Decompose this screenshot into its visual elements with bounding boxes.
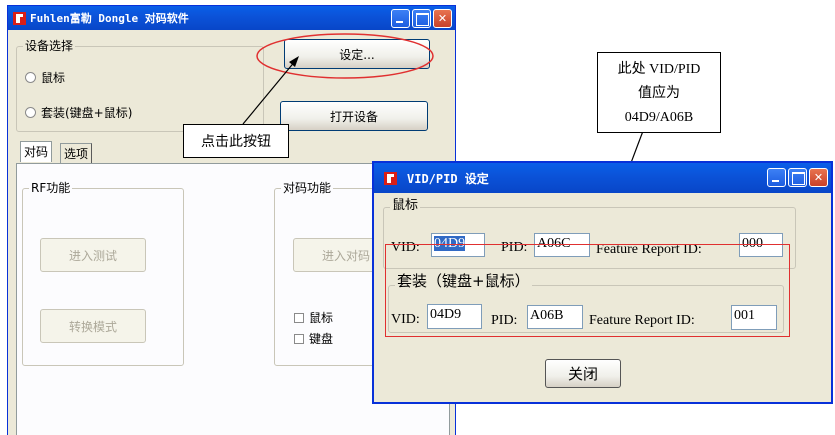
callout-vid-line-2: 值应为 xyxy=(638,86,680,101)
device-select-title: 设备选择 xyxy=(23,39,76,53)
highlight-ellipse xyxy=(256,33,434,79)
callout-vid-note: 此处 VID/PID 值应为 04D9/A06B xyxy=(597,52,721,133)
mouse-report-input[interactable]: 000 xyxy=(739,233,783,257)
combo-vid-input[interactable]: 04D9 xyxy=(427,304,482,329)
mouse-vid-value: 04D9 xyxy=(434,236,466,251)
rf-function-group: RF功能 xyxy=(22,181,184,366)
radio-mouse[interactable]: 鼠标 xyxy=(25,69,65,86)
callout-click-button: 点击此按钮 xyxy=(183,124,289,158)
maximize-icon[interactable] xyxy=(412,9,431,28)
dialog-title: VID/PID 设定 xyxy=(407,171,489,186)
device-select-group: 设备选择 鼠标 套装(键盘+鼠标) xyxy=(16,39,264,132)
check-mouse[interactable]: 鼠标 xyxy=(294,309,333,326)
mouse-pid-value: A06C xyxy=(537,236,571,251)
combo-vid-value: 04D9 xyxy=(430,307,462,322)
checkbox-icon[interactable] xyxy=(294,333,304,344)
radio-combo-label: 套装(键盘+鼠标) xyxy=(41,106,133,120)
tab-options[interactable]: 选项 xyxy=(60,143,93,164)
close-icon[interactable]: ✕ xyxy=(433,9,452,28)
minimize-icon[interactable] xyxy=(391,9,410,28)
combo-report-value: 001 xyxy=(734,308,755,323)
combo-pid-value: A06B xyxy=(530,308,564,323)
mouse-report-label: Feature Report ID: xyxy=(596,242,702,257)
rf-function-title: RF功能 xyxy=(29,181,73,195)
tab-pair[interactable]: 对码 xyxy=(20,141,53,162)
dialog-close-button[interactable]: 关闭 xyxy=(545,359,621,388)
app-logo-icon xyxy=(13,11,26,25)
callout-vid-line-1: 此处 VID/PID xyxy=(617,62,701,77)
callout-click-text: 点击此按钮 xyxy=(201,134,271,150)
vidpid-dialog: VID/PID 设定 ✕ 鼠标 VID: 04D9 PID: A06C Feat… xyxy=(372,161,833,404)
mouse-vid-label: VID: xyxy=(391,240,420,255)
radio-circle-icon[interactable] xyxy=(25,107,36,118)
dialog-logo-icon xyxy=(384,171,397,185)
combo-highlight-box xyxy=(385,244,790,337)
settings-button[interactable]: 设定... xyxy=(284,39,430,69)
main-window-title: Fuhlen富勒 Dongle 对码软件 xyxy=(30,12,189,25)
mouse-report-value: 000 xyxy=(742,236,763,251)
arrowhead-settings xyxy=(289,56,299,67)
main-title-bar[interactable]: Fuhlen富勒 Dongle 对码软件 ✕ xyxy=(8,6,455,30)
maximize-icon[interactable] xyxy=(788,168,807,187)
mouse-vidpid-group: 鼠标 xyxy=(383,199,796,269)
radio-circle-icon[interactable] xyxy=(25,72,36,83)
pair-function-title: 对码功能 xyxy=(281,181,334,195)
combo-pid-label: PID: xyxy=(491,313,518,328)
combo-pid-input[interactable]: A06B xyxy=(527,305,583,329)
minimize-icon[interactable] xyxy=(767,168,786,187)
mouse-pid-input[interactable]: A06C xyxy=(534,233,590,257)
mouse-pid-label: PID: xyxy=(501,240,528,255)
mouse-vid-input[interactable]: 04D9 xyxy=(431,233,485,257)
mouse-group-title: 鼠标 xyxy=(390,198,421,213)
combo-report-input[interactable]: 001 xyxy=(731,305,777,330)
pointer-line-settings xyxy=(242,59,297,125)
combo-vid-label: VID: xyxy=(391,312,420,327)
open-device-button[interactable]: 打开设备 xyxy=(280,101,428,131)
radio-combo[interactable]: 套装(键盘+鼠标) xyxy=(25,104,132,121)
check-mouse-label: 鼠标 xyxy=(309,311,334,325)
dialog-title-bar[interactable]: VID/PID 设定 ✕ xyxy=(374,163,831,193)
check-keyboard[interactable]: 键盘 xyxy=(294,330,333,347)
callout-vid-line-3: 04D9/A06B xyxy=(624,110,694,125)
combo-vidpid-group: 套装（键盘+鼠标） xyxy=(388,274,784,333)
radio-mouse-label: 鼠标 xyxy=(41,71,66,85)
switch-mode-button[interactable]: 转换模式 xyxy=(40,309,146,343)
combo-group-title: 套装（键盘+鼠标） xyxy=(395,272,532,290)
check-keyboard-label: 键盘 xyxy=(309,332,334,346)
checkbox-icon[interactable] xyxy=(294,312,304,323)
combo-report-label: Feature Report ID: xyxy=(589,313,695,328)
close-icon[interactable]: ✕ xyxy=(809,168,828,187)
enter-test-button[interactable]: 进入测试 xyxy=(40,238,146,272)
